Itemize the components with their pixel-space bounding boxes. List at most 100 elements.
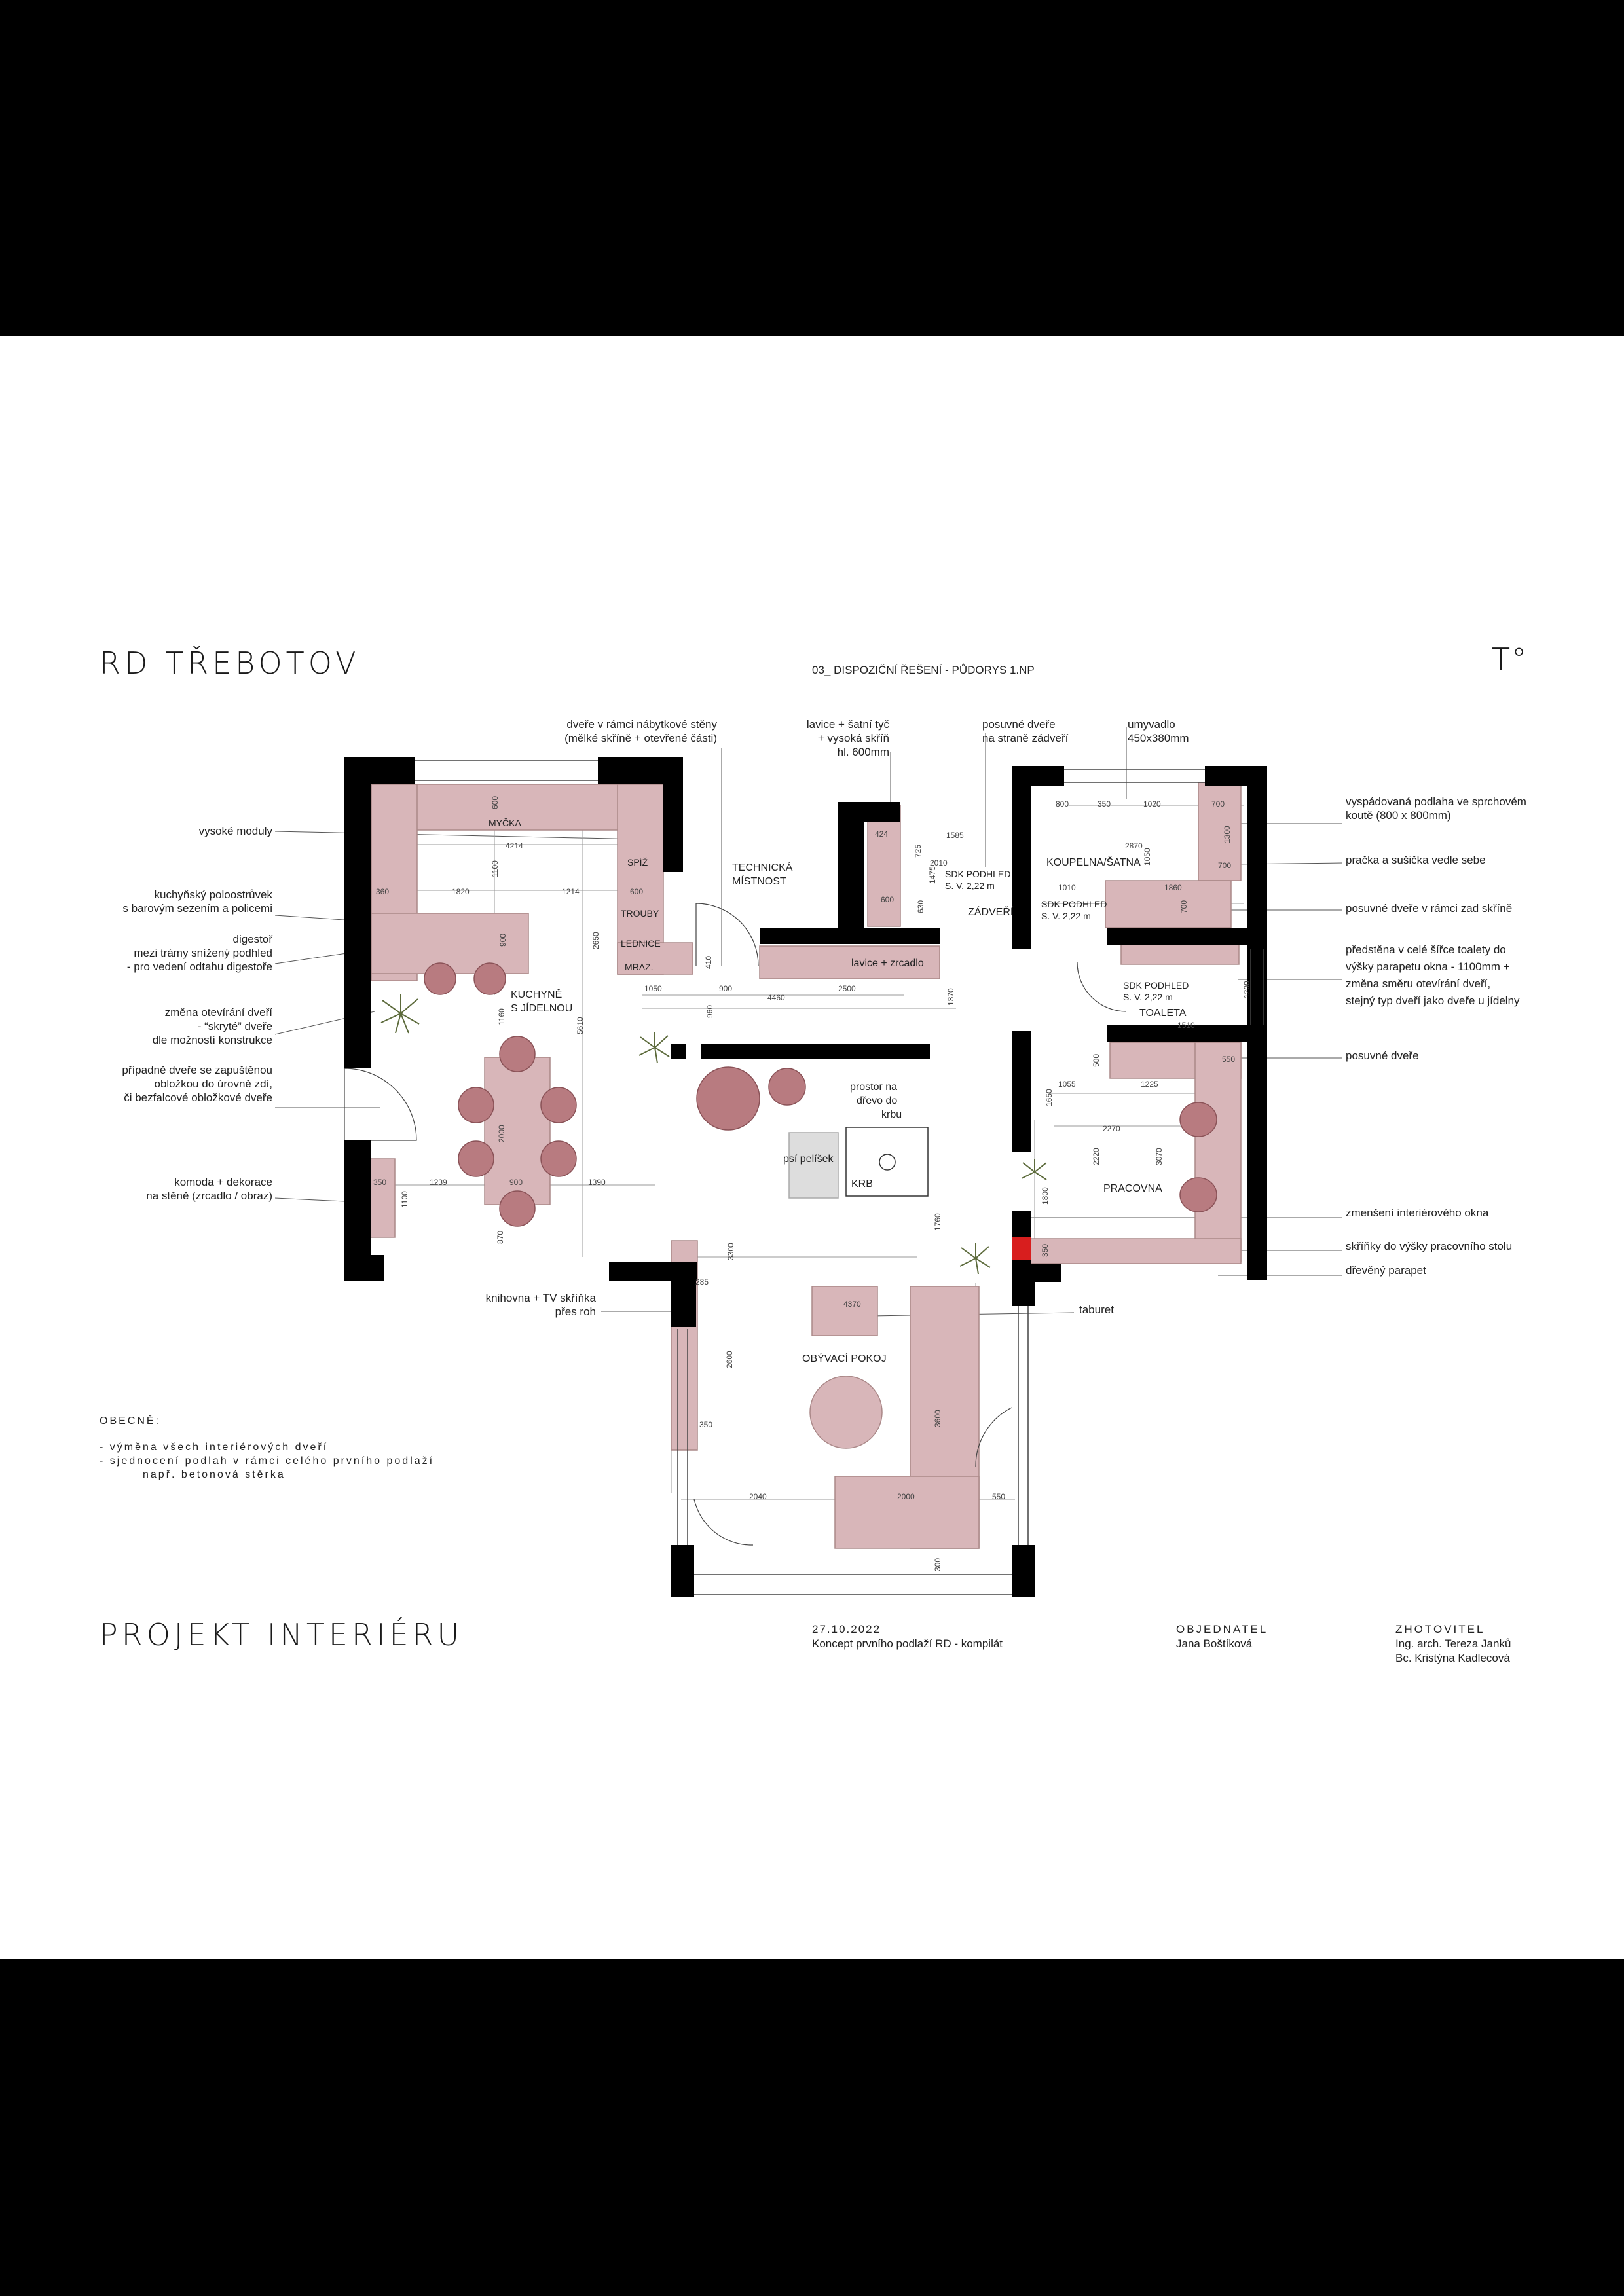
toilet-wall [1120,944,1240,965]
room-kuchyne-2: S JÍDELNOU [511,1002,572,1014]
note-pracka: pračka a sušička vedle sebe [1346,854,1486,866]
note-predstena-2: výšky parapetu okna - 1100mm + [1346,960,1510,973]
label-sdk3-1: SDK PODHLED [1123,980,1189,991]
note-lavice-2: + vysoká skříň [817,732,889,744]
dim-label: 2270 [1103,1124,1120,1133]
note-ostruvek-1: kuchyňský poloostrůvek [154,888,272,901]
dim-label: 600 [490,796,500,809]
dining-chair-5 [540,1140,577,1177]
label-sdk2-2: S. V. 2,22 m [1041,911,1091,921]
bath-wardrobe [1105,880,1232,928]
dim-label: 800 [1056,799,1069,809]
note-vysoke-moduly: vysoké moduly [198,825,272,837]
room-zadveri: ZÁDVEŘÍ [968,905,1014,918]
general-heading: OBECNĚ: [100,1415,161,1427]
note-parapet: dřevěný parapet [1346,1264,1426,1277]
dim-label: 1585 [946,831,964,840]
note-zapust-1: případně dveře se zapuštěnou [122,1064,272,1076]
room-kuchyne-1: KUCHYNĚ [511,988,562,1000]
dim-label: 1225 [1141,1080,1158,1089]
entry-wardrobe [867,805,901,927]
footer-date: 27.10.2022 [812,1623,881,1635]
note-dvere-3: dle možností konstrukce [152,1034,272,1046]
label-mraz: MRAZ. [625,962,654,972]
note-zapust-2: obložkou do úrovně zdí, [154,1078,272,1090]
dim-label: 350 [1041,1244,1050,1257]
dim-label: 1760 [933,1213,942,1231]
client-name: Jana Boštíková [1176,1637,1253,1650]
dim-label: 5610 [576,1017,585,1034]
dim-label: 2000 [897,1492,915,1501]
note-dvere-ramci-1: dveře v rámci nábytkové stěny [566,718,717,731]
study-cabinet [1024,1238,1242,1264]
furniture [369,782,1242,1549]
general-note-3: např. betonová stěrka [143,1469,286,1480]
note-predstena-4: stejný typ dveří jako dveře u jídelny [1346,994,1520,1007]
label-sdk1-2: S. V. 2,22 m [945,881,995,891]
general-note-1: - výměna všech interiérových dveří [100,1442,329,1453]
dim-label: 2010 [930,858,948,867]
note-knihovna-2: přes roh [555,1305,596,1318]
sofa-seat [834,1476,980,1549]
label-lednice: LEDNICE [621,938,661,949]
note-taburet: taburet [1079,1303,1114,1316]
room-pracovna: PRACOVNA [1103,1183,1162,1194]
dim-label: 3600 [933,1410,942,1427]
note-skrinky: skříňky do výšky pracovního stolu [1346,1240,1513,1252]
note-knihovna-1: knihovna + TV skříňka [485,1292,596,1304]
study-chair-2 [1179,1177,1217,1212]
dim-label: 1020 [1143,799,1161,809]
room-technicka-2: MÍSTNOST [732,875,786,887]
note-zapust-3: či bezfalcové obložkové dveře [124,1091,272,1104]
bar-stool-1 [424,962,456,995]
label-prostor-3: krbu [881,1109,902,1120]
dim-label: 1100 [400,1191,409,1208]
main-title: PROJEKT INTERIÉRU [100,1617,464,1652]
note-digestor-1: digestoř [232,933,272,945]
general-note-2: - sjednocení podlah v rámci celého první… [100,1455,435,1467]
dim-label: 2870 [1125,841,1143,850]
dim-label: 870 [496,1231,505,1244]
dresser [369,1158,396,1238]
note-posuvne: posuvné dveře [1346,1049,1419,1062]
note-lavice-1: lavice + šatní tyč [806,718,889,731]
dim-label: 1050 [1143,848,1152,866]
dim-label: 600 [881,895,894,904]
dim-label: 1010 [1058,883,1076,892]
dim-label: 1200 [1242,981,1251,998]
dim-label: 700 [1179,900,1189,913]
dim-label: 1055 [1058,1080,1076,1089]
dim-label: 1370 [946,988,955,1006]
dim-label: 2040 [749,1492,767,1501]
note-dvere-ramci-2: (mělké skříně + otevřené části) [564,732,717,744]
dim-label: 1510 [1177,1021,1195,1030]
dim-label: 2000 [497,1125,506,1142]
dim-label: 1650 [1044,1089,1054,1106]
windows [415,760,1264,1595]
label-spiz: SPÍŽ [627,857,648,867]
side-stool [768,1068,806,1106]
dim-label: 350 [699,1420,712,1429]
dim-label: 3300 [726,1243,735,1260]
dining-table [484,1057,551,1205]
dim-label: 300 [933,1558,942,1571]
contractor-2: Bc. Kristýna Kadlecová [1395,1652,1510,1664]
label-sdk2-1: SDK PODHLED [1041,899,1107,909]
dim-label: 1475 [928,866,937,884]
dim-label: 1100 [490,860,500,877]
note-umyvadlo-2: 450x380mm [1128,732,1189,744]
label-sdk1-1: SDK PODHLED [945,869,1010,879]
ottoman [811,1286,878,1336]
note-komoda-2: na stěně (zrcadlo / obraz) [146,1190,272,1202]
dim-label: 4460 [767,993,785,1002]
note-ostruvek-2: s barovým sezením a policemi [122,902,272,915]
dim-label: 285 [695,1277,709,1286]
note-predstena-3: změna směru otevírání dveří, [1346,977,1491,990]
studio-logo: T° [1492,642,1528,677]
dim-label: 700 [1211,799,1225,809]
dim-label: 1239 [430,1178,447,1187]
dim-label: 900 [498,934,507,947]
dim-label: 550 [992,1492,1005,1501]
note-dvere-1: změna otevírání dveří [164,1006,272,1019]
